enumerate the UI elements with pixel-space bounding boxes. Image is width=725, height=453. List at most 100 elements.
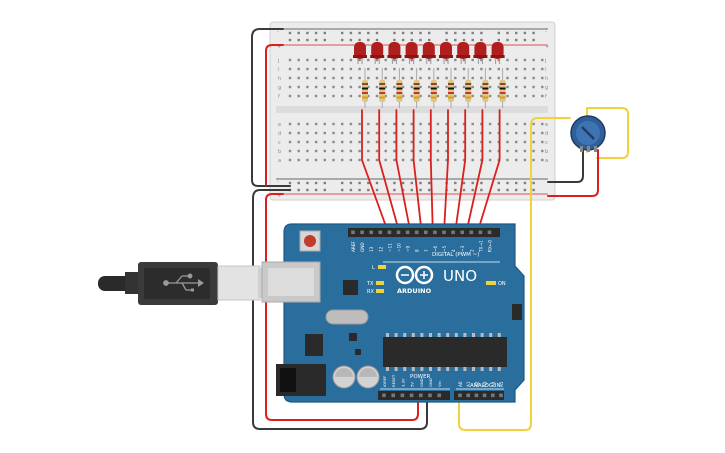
wire-yellow-a0 xyxy=(586,106,629,159)
resistor xyxy=(362,68,368,108)
wire-black-gnd xyxy=(251,28,291,187)
wire-red-pot xyxy=(547,149,599,197)
led-tx-label: TX xyxy=(366,281,374,287)
led xyxy=(490,42,505,64)
digital-pin-label: AREF xyxy=(351,241,356,252)
led-on-label: ON xyxy=(498,281,506,287)
analog-header-label: ANALOG IN xyxy=(470,383,501,389)
rail-plus-label-right: + xyxy=(545,44,549,50)
row-letter: f xyxy=(545,94,547,100)
digital-pin-label: 2 xyxy=(469,249,474,252)
row-letter: g xyxy=(278,85,281,91)
potentiometer xyxy=(570,115,606,152)
analog-pin-label: A4 xyxy=(491,381,496,387)
digital-pin-label: RX←0 xyxy=(488,240,493,252)
rail-plus-label-bottom: + xyxy=(277,193,281,199)
analog-pin-label: A5 xyxy=(499,381,504,387)
digital-pin-label: 13 xyxy=(369,246,374,252)
resistor xyxy=(482,68,489,108)
row-letter: a xyxy=(278,158,281,164)
wire-led-to-pin xyxy=(378,109,401,233)
led xyxy=(421,42,436,64)
wire-led-to-pin xyxy=(465,109,484,233)
wire-yellow-a0-b xyxy=(458,117,539,431)
usb-cable xyxy=(98,262,264,305)
digital-pin-label: ~6 xyxy=(433,245,438,252)
arduino-brand: ARDUINO xyxy=(397,287,432,295)
digital-pin-label: GND xyxy=(360,242,365,252)
power-pin-label: RESET xyxy=(391,374,396,387)
analog-pin-label: A1 xyxy=(466,381,471,387)
analog-pin-label: A3 xyxy=(483,381,488,387)
power-pin-label: GND xyxy=(428,378,433,387)
digital-pin-label: ~3 xyxy=(460,245,465,252)
arduino-uno-board: ARDUINO UNO DIGITAL (PWM ~) ANALOG IN PO… xyxy=(261,223,525,403)
digital-pin-label: 4 xyxy=(451,249,456,252)
arduino-infinity-logo xyxy=(395,265,434,285)
led xyxy=(370,42,385,64)
digital-pin-label: ~9 xyxy=(406,245,411,252)
usb-icon xyxy=(163,273,204,292)
resistor xyxy=(396,68,403,108)
rail-plus-label: + xyxy=(277,44,281,50)
rail-minus-label-right: - xyxy=(545,29,547,35)
wire-led-to-pin xyxy=(476,109,501,233)
row-letter: b xyxy=(545,149,548,155)
wire-led-to-pin xyxy=(361,109,389,233)
rail-minus-label-bottom: - xyxy=(277,179,279,185)
resistor xyxy=(413,68,420,108)
row-letter: g xyxy=(545,85,548,91)
board-model: UNO xyxy=(443,267,477,285)
led-array xyxy=(353,42,505,64)
power-pin-label: 3.3V xyxy=(400,378,405,387)
resistor xyxy=(448,68,454,108)
analog-pin-label: A0 xyxy=(458,381,463,387)
power-header-label: POWER xyxy=(410,374,431,380)
analog-pin-label: A2 xyxy=(474,381,479,387)
resistor xyxy=(379,68,386,108)
led xyxy=(404,42,419,64)
digital-pin-label: ~11 xyxy=(387,243,392,252)
wire-red-5v-board xyxy=(265,193,419,421)
resistor xyxy=(430,68,437,108)
row-letter: a xyxy=(545,158,548,164)
wire-led-to-pin xyxy=(454,109,467,233)
wire-led-to-pin xyxy=(412,109,423,233)
row-letter: d xyxy=(545,131,548,137)
digital-pin-label: TX→1 xyxy=(478,240,483,253)
resistor-array xyxy=(362,68,506,108)
digital-pin-label: 12 xyxy=(378,246,383,252)
row-letter: c xyxy=(278,140,281,146)
led xyxy=(353,42,367,64)
row-letter: c xyxy=(545,140,548,146)
wire-red-5v xyxy=(265,44,284,186)
wire-led-to-pin xyxy=(429,109,434,233)
digital-pin-label: 7 xyxy=(424,249,429,252)
row-letter: i xyxy=(545,67,546,73)
wires xyxy=(251,28,629,431)
power-pin-label: GND xyxy=(419,378,424,387)
digital-header-label: DIGITAL (PWM ~) xyxy=(432,252,479,258)
row-letter: j xyxy=(544,58,546,64)
row-letter: e xyxy=(545,122,548,128)
led-l-label: L xyxy=(372,265,375,271)
digital-pin-label: ~10 xyxy=(397,243,402,252)
rail-minus-label: - xyxy=(277,29,279,35)
wire-led-to-pin xyxy=(443,109,449,233)
row-letter: i xyxy=(278,67,279,73)
digital-pin-label: 8 xyxy=(415,249,420,252)
row-letter: d xyxy=(278,131,281,137)
led xyxy=(473,42,488,64)
power-pin-label: 5V xyxy=(410,382,415,387)
led xyxy=(456,42,471,64)
power-pin-label: IOREF xyxy=(382,376,387,387)
row-letter: e xyxy=(278,122,281,128)
row-letter: h xyxy=(545,76,548,82)
digital-pin-label: ~5 xyxy=(442,245,447,252)
row-letter: h xyxy=(278,76,281,82)
led-rx-label: RX xyxy=(367,289,374,295)
row-letter: b xyxy=(278,149,281,155)
wire-black-gnd-board xyxy=(252,189,428,430)
